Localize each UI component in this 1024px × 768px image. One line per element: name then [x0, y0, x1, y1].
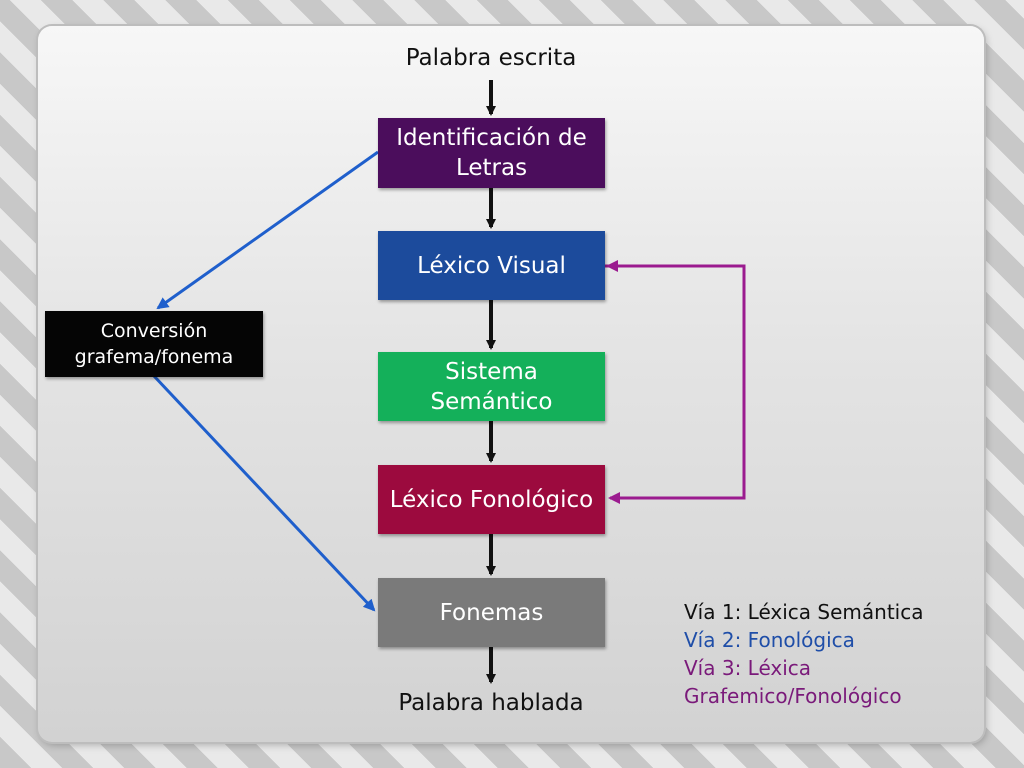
- arrow-visual-to-phonological: [604, 264, 746, 504]
- arrow-conversion-to-phonemes: [152, 374, 376, 612]
- legend-route-1: Vía 1: Léxica Semántica: [684, 600, 924, 624]
- phonemes-box: Fonemas: [378, 578, 605, 647]
- grapheme-phoneme-conversion-box: Conversión grafema/fonema: [45, 311, 263, 377]
- legend-route-2: Vía 2: Fonológica: [684, 628, 855, 652]
- arrow-letters-to-conversion: [156, 150, 379, 310]
- semantic-system-box: Sistema Semántico: [378, 352, 605, 421]
- spoken-word-label: Palabra hablada: [398, 690, 584, 716]
- visual-lexicon-box: Léxico Visual: [378, 231, 605, 300]
- written-word-label: Palabra escrita: [405, 45, 577, 71]
- phonological-lexicon-box: Léxico Fonológico: [378, 465, 605, 534]
- route-legend: Vía 1: Léxica Semántica Vía 2: Fonológic…: [684, 598, 934, 710]
- letter-identification-box: Identificación de Letras: [378, 118, 605, 188]
- legend-route-3: Vía 3: Léxica Grafemico/Fonológico: [684, 656, 902, 708]
